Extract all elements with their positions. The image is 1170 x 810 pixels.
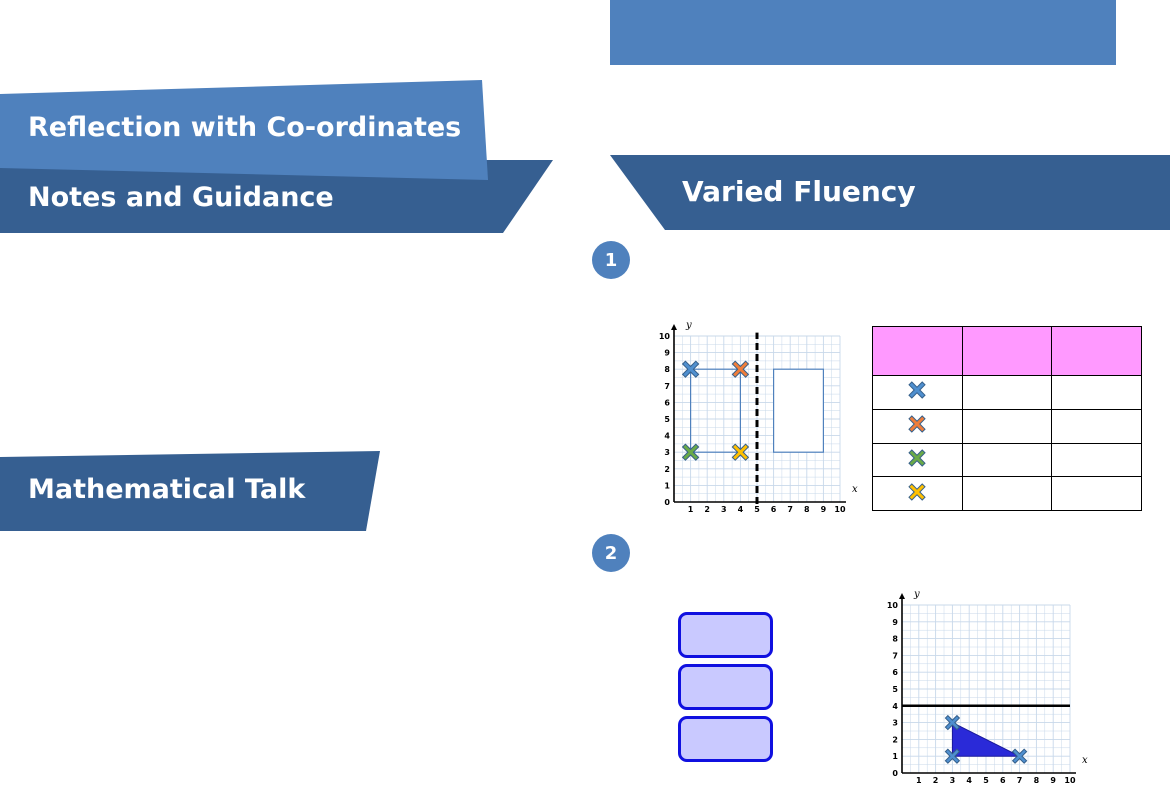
table-header-row xyxy=(872,326,1142,376)
cross-marker xyxy=(731,443,750,461)
x-tick-label: 9 xyxy=(1050,776,1056,785)
x-tick-label: 8 xyxy=(804,505,810,514)
y-axis-label: y xyxy=(685,320,692,331)
fluency-banner xyxy=(610,155,1170,230)
talk-banner xyxy=(0,451,380,531)
table-row xyxy=(872,408,1142,444)
x-tick-label: 1 xyxy=(688,505,694,514)
notes-heading: Notes and Guidance xyxy=(28,182,334,213)
y-tick-label: 9 xyxy=(892,618,898,627)
x-tick-label: 2 xyxy=(704,505,710,514)
y-tick-label: 7 xyxy=(664,382,670,391)
x-axis-label: x xyxy=(852,484,858,495)
table-answer-cell[interactable] xyxy=(961,375,1053,410)
y-axis-label: y xyxy=(913,589,920,600)
y-tick-label: 10 xyxy=(887,601,899,610)
y-tick-label: 9 xyxy=(664,349,670,358)
y-tick-label: 5 xyxy=(664,415,670,424)
coordinate-table xyxy=(872,326,1142,511)
reflected-rectangle xyxy=(772,368,824,453)
table-icon-cell xyxy=(872,476,963,511)
triangle-shape xyxy=(951,721,1020,757)
original-rectangle xyxy=(689,368,741,453)
table-row xyxy=(872,442,1142,478)
graph-2-reflection-horizontal: 1 2 3 4 5 6 7 8 9 10 1 2 3 4 5 6 7 8 9 10 0 x y xyxy=(887,589,1088,785)
top-bar xyxy=(610,0,1116,65)
x-tick-label: 6 xyxy=(1000,776,1006,785)
yellow-cross-icon xyxy=(908,482,927,501)
origin-label: 0 xyxy=(892,769,898,778)
x-tick-label: 9 xyxy=(821,505,827,514)
cross-marker xyxy=(944,714,961,731)
page-title: Reflection with Co-ordinates xyxy=(28,112,462,143)
x-tick-label: 8 xyxy=(1034,776,1040,785)
question-number-2: 2 xyxy=(592,534,630,572)
y-tick-label: 1 xyxy=(892,752,898,761)
answer-box-3[interactable] xyxy=(678,716,773,762)
table-answer-cell[interactable] xyxy=(961,408,1053,444)
table-row xyxy=(872,375,1142,410)
y-tick-label: 8 xyxy=(664,365,670,374)
y-tick-label: 4 xyxy=(664,432,670,441)
y-axis-arrow xyxy=(671,324,677,330)
x-axis-label: x xyxy=(1082,755,1088,766)
x-tick-label: 5 xyxy=(754,505,760,514)
origin-label: 0 xyxy=(664,498,670,507)
blue-cross-icon xyxy=(908,381,927,400)
y-tick-label: 10 xyxy=(659,332,671,341)
x-tick-label: 4 xyxy=(966,776,972,785)
y-tick-label: 6 xyxy=(892,668,898,677)
title-banner xyxy=(0,80,488,180)
x-tick-label: 7 xyxy=(787,505,793,514)
y-tick-label: 1 xyxy=(664,481,670,490)
table-header-cell xyxy=(872,326,963,376)
x-tick-label: 10 xyxy=(834,505,846,514)
table-icon-cell xyxy=(872,442,963,478)
y-tick-label: 8 xyxy=(892,635,898,644)
cross-marker xyxy=(731,360,750,378)
table-icon-cell xyxy=(872,408,963,444)
y-tick-label: 2 xyxy=(892,735,898,744)
x-tick-label: 3 xyxy=(950,776,956,785)
table-icon-cell xyxy=(872,375,963,410)
y-tick-label: 3 xyxy=(664,448,670,457)
x-tick-label: 5 xyxy=(983,776,989,785)
y-tick-label: 2 xyxy=(664,465,670,474)
cross-marker xyxy=(944,748,961,764)
cross-marker xyxy=(1011,748,1028,764)
y-axis-arrow xyxy=(899,593,905,599)
answer-box-1[interactable] xyxy=(678,612,773,658)
table-answer-cell[interactable] xyxy=(1051,476,1142,511)
x-tick-label: 6 xyxy=(771,505,777,514)
green-cross-icon xyxy=(908,449,927,467)
y-tick-label: 3 xyxy=(892,719,898,728)
x-tick-label: 2 xyxy=(933,776,939,785)
y-tick-label: 6 xyxy=(664,398,670,407)
y-tick-label: 4 xyxy=(892,702,898,711)
table-answer-cell[interactable] xyxy=(961,476,1053,511)
cross-marker xyxy=(681,360,700,378)
x-tick-label: 10 xyxy=(1064,776,1076,785)
graph-1-reflection-vertical: 1 2 3 4 5 6 7 8 9 10 1 2 3 4 5 6 7 8 9 10 0 x y xyxy=(659,320,858,514)
table-answer-cell[interactable] xyxy=(1051,375,1142,410)
fluency-heading: Varied Fluency xyxy=(682,175,916,208)
table-answer-cell[interactable] xyxy=(1051,408,1142,444)
answer-box-2[interactable] xyxy=(678,664,773,710)
table-answer-cell[interactable] xyxy=(961,442,1053,478)
notes-banner xyxy=(0,160,553,233)
question-number-1: 1 xyxy=(592,241,630,279)
table-row xyxy=(872,476,1142,511)
y-tick-label: 7 xyxy=(892,651,898,660)
table-header-cell xyxy=(1051,326,1142,376)
x-tick-label: 7 xyxy=(1017,776,1023,785)
talk-heading: Mathematical Talk xyxy=(28,474,306,505)
orange-cross-icon xyxy=(908,415,927,433)
table-header-cell xyxy=(961,326,1053,376)
x-tick-label: 4 xyxy=(738,505,744,514)
table-answer-cell[interactable] xyxy=(1051,442,1142,478)
y-tick-label: 5 xyxy=(892,685,898,694)
x-tick-label: 3 xyxy=(721,505,727,514)
x-tick-label: 1 xyxy=(916,776,922,785)
cross-marker xyxy=(681,443,700,461)
